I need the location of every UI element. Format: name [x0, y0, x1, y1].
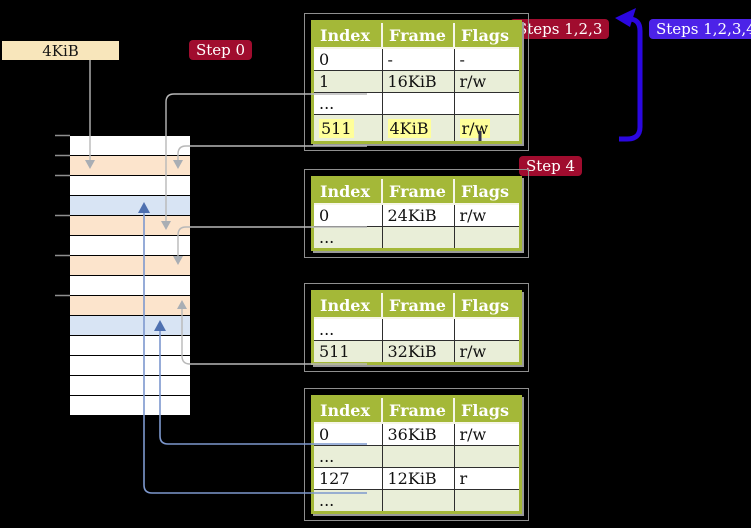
- table-row: ...: [312, 92, 521, 115]
- physical-memory-column: [70, 135, 190, 416]
- memory-frame-row: [70, 156, 190, 176]
- memory-frame-row: [70, 396, 190, 416]
- memory-frame-row: [70, 216, 190, 236]
- highlighted-value: r/w: [459, 118, 491, 138]
- memory-frame-row: [70, 376, 190, 396]
- column-header: Frame: [382, 21, 455, 49]
- table-cell: [381, 489, 455, 513]
- recursive-loop-arrow: [615, 8, 643, 142]
- memory-frame-row: [70, 276, 190, 296]
- table-cell: ...: [312, 489, 383, 513]
- table-cell: r/w: [453, 203, 521, 227]
- table-cell: r/w: [453, 70, 521, 93]
- steps1234-badge: Steps 1,2,3,4: [649, 19, 751, 39]
- memory-frame-row: [70, 256, 190, 276]
- page-table-l3: Index Frame Flags 0 24KiB r/w ...: [311, 176, 522, 251]
- memory-frame-row: [70, 136, 190, 156]
- table-cell: 0: [312, 47, 383, 71]
- column-header: Frame: [382, 396, 455, 424]
- column-header: Flags: [454, 177, 522, 205]
- column-header: Index: [312, 21, 383, 49]
- table-cell: 36KiB: [381, 422, 455, 446]
- table-row-highlighted: 511 4KiB r/w: [312, 114, 521, 143]
- column-header: Flags: [454, 291, 522, 319]
- page-table-l3-frame: Index Frame Flags 0 24KiB r/w ...: [304, 169, 529, 258]
- memory-address-ticks: [55, 134, 70, 297]
- table-cell: 511: [312, 340, 383, 364]
- table-cell: [381, 226, 455, 250]
- table-cell: 16KiB: [381, 70, 455, 93]
- table-cell: 511: [312, 114, 383, 143]
- table-cell: [381, 445, 455, 468]
- table-cell: [453, 317, 521, 341]
- table-cell: 12KiB: [381, 467, 455, 490]
- table-row: ...: [312, 445, 521, 468]
- table-cell: [453, 489, 521, 513]
- column-header: Frame: [382, 291, 455, 319]
- memory-frame-row: [70, 236, 190, 256]
- table-row: 0 24KiB r/w: [312, 203, 521, 227]
- table-row: 0 - -: [312, 47, 521, 71]
- table-cell: r: [453, 467, 521, 490]
- table-cell: [453, 226, 521, 250]
- memory-frame-row: [70, 356, 190, 376]
- page-table-l1-frame: Index Frame Flags 0 36KiB r/w ... 127 12…: [304, 388, 529, 521]
- table-cell: [453, 445, 521, 468]
- table-cell: 24KiB: [381, 203, 455, 227]
- table-cell: 4KiB: [381, 114, 455, 143]
- page-table-l1: Index Frame Flags 0 36KiB r/w ... 127 12…: [311, 395, 522, 514]
- table-row: 1 16KiB r/w: [312, 70, 521, 93]
- table-cell: [453, 92, 521, 115]
- table-row: 0 36KiB r/w: [312, 422, 521, 446]
- table-cell: 0: [312, 203, 383, 227]
- page-table-l2: Index Frame Flags ... 511 32KiB r/w: [311, 290, 522, 365]
- table-cell: 1: [312, 70, 383, 93]
- table-cell: -: [381, 47, 455, 71]
- memory-frame-row: [70, 296, 190, 316]
- memory-frame-row: [70, 316, 190, 336]
- table-cell: [381, 92, 455, 115]
- table-cell: r/w: [453, 422, 521, 446]
- column-header: Flags: [454, 396, 522, 424]
- page-table-l4-frame: Index Frame Flags 0 - - 1 16KiB r/w ...: [304, 13, 529, 151]
- highlighted-value: 4KiB: [387, 118, 431, 138]
- table-cell: ...: [312, 317, 383, 341]
- table-row: 511 32KiB r/w: [312, 340, 521, 364]
- column-header: Frame: [382, 177, 455, 205]
- memory-frame-row: [70, 196, 190, 216]
- steps123-badge: Steps 1,2,3: [510, 19, 610, 39]
- table-row: ...: [312, 317, 521, 341]
- highlighted-value: 511: [319, 118, 354, 138]
- column-header: Index: [312, 396, 383, 424]
- column-header: Flags: [454, 21, 522, 49]
- table-cell: 0: [312, 422, 383, 446]
- table-cell: ...: [312, 226, 383, 250]
- table-cell: ...: [312, 445, 383, 468]
- frame-size-label: 4KiB: [2, 41, 119, 60]
- step0-badge: Step 0: [189, 40, 253, 60]
- step4-badge: Step 4: [519, 156, 583, 176]
- table-cell: 127: [312, 467, 383, 490]
- table-cell: 32KiB: [381, 340, 455, 364]
- page-table-l2-frame: Index Frame Flags ... 511 32KiB r/w: [304, 283, 529, 372]
- column-header: Index: [312, 291, 383, 319]
- table-row: ...: [312, 489, 521, 513]
- table-cell: ...: [312, 92, 383, 115]
- memory-frame-row: [70, 336, 190, 356]
- table-cell: r/w: [453, 340, 521, 364]
- page-table-l4: Index Frame Flags 0 - - 1 16KiB r/w ...: [311, 20, 522, 144]
- table-cell: r/w: [453, 114, 521, 143]
- table-cell: -: [453, 47, 521, 71]
- table-row: 127 12KiB r: [312, 467, 521, 490]
- table-cell: [381, 317, 455, 341]
- memory-frame-row: [70, 176, 190, 196]
- table-row: ...: [312, 226, 521, 250]
- column-header: Index: [312, 177, 383, 205]
